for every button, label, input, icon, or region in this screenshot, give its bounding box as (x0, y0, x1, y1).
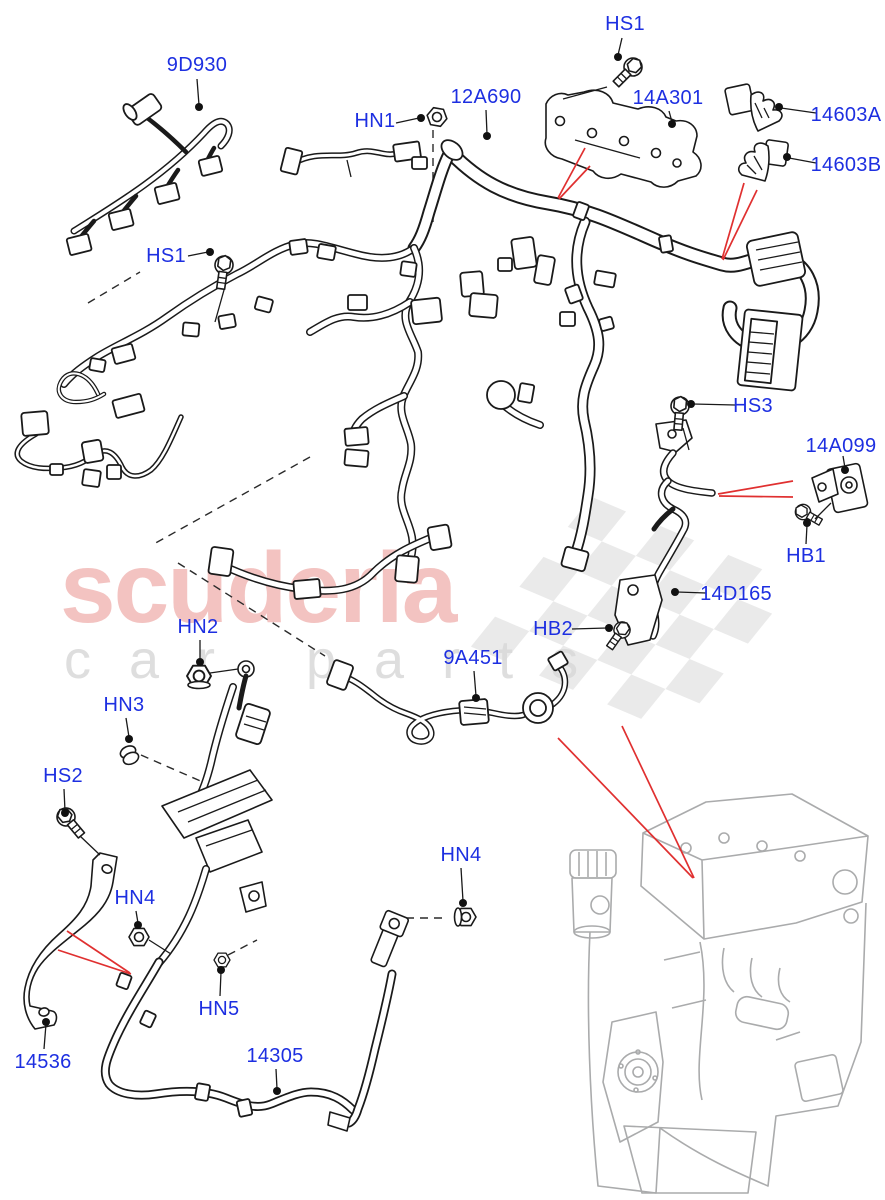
part-label-hb1[interactable]: HB1 (786, 545, 826, 567)
part-label-14a099[interactable]: 14A099 (805, 435, 877, 457)
battery-cable-14305 (100, 909, 410, 1132)
cable-terminal-lug (370, 909, 410, 968)
part-label-14a301[interactable]: 14A301 (632, 87, 704, 109)
harness-branch-top (279, 140, 428, 178)
clip-14603b (737, 139, 789, 182)
part-label-hn4-left[interactable]: HN4 (114, 887, 156, 909)
part-label-9d930[interactable]: 9D930 (166, 54, 228, 76)
part-label-hn4-right[interactable]: HN4 (440, 844, 482, 866)
bolt-hs2 (52, 803, 90, 842)
part-label-14603b[interactable]: 14603B (810, 154, 882, 176)
ignition-harness-9d930 (65, 93, 233, 256)
engine-illustration (569, 793, 869, 1194)
nut-hn4-right (453, 907, 477, 927)
sensor-14a099 (811, 462, 869, 514)
bracket-14a301 (544, 89, 702, 188)
part-label-hs1-left[interactable]: HS1 (146, 245, 186, 267)
grommet-hn3 (119, 745, 140, 766)
tube-assembly-14d165 (614, 419, 716, 646)
part-label-hn5[interactable]: HN5 (198, 998, 240, 1020)
part-label-hn1[interactable]: HN1 (354, 110, 396, 132)
part-label-9a451[interactable]: 9A451 (443, 647, 503, 669)
harness-9a451 (326, 650, 569, 745)
nut-hn2 (186, 664, 212, 690)
main-engine-harness-12a690 (14, 139, 820, 600)
part-label-14603a[interactable]: 14603A (810, 104, 882, 126)
part-label-hs2[interactable]: HS2 (43, 765, 83, 787)
part-label-14d165[interactable]: 14D165 (700, 583, 772, 605)
part-label-14305[interactable]: 14305 (246, 1045, 304, 1067)
part-label-hb2[interactable]: HB2 (533, 618, 573, 640)
red-pointer-lines (57, 147, 794, 975)
part-label-hn2[interactable]: HN2 (177, 616, 219, 638)
brand-watermark-text: scuderia (60, 532, 459, 644)
part-label-hs1-top[interactable]: HS1 (605, 13, 645, 35)
bracket-14536 (23, 852, 118, 1030)
part-label-12a690[interactable]: 12A690 (450, 86, 522, 108)
clip-14603a (724, 83, 783, 132)
nut-hn1 (424, 105, 450, 129)
part-label-14536[interactable]: 14536 (14, 1051, 72, 1073)
nut-hn4-left (128, 927, 150, 947)
nut-hn5 (213, 952, 231, 968)
part-label-hn3[interactable]: HN3 (103, 694, 145, 716)
leader-lines (42, 37, 849, 1095)
part-label-hs3[interactable]: HS3 (733, 395, 773, 417)
starter-cable-assembly (155, 660, 273, 967)
